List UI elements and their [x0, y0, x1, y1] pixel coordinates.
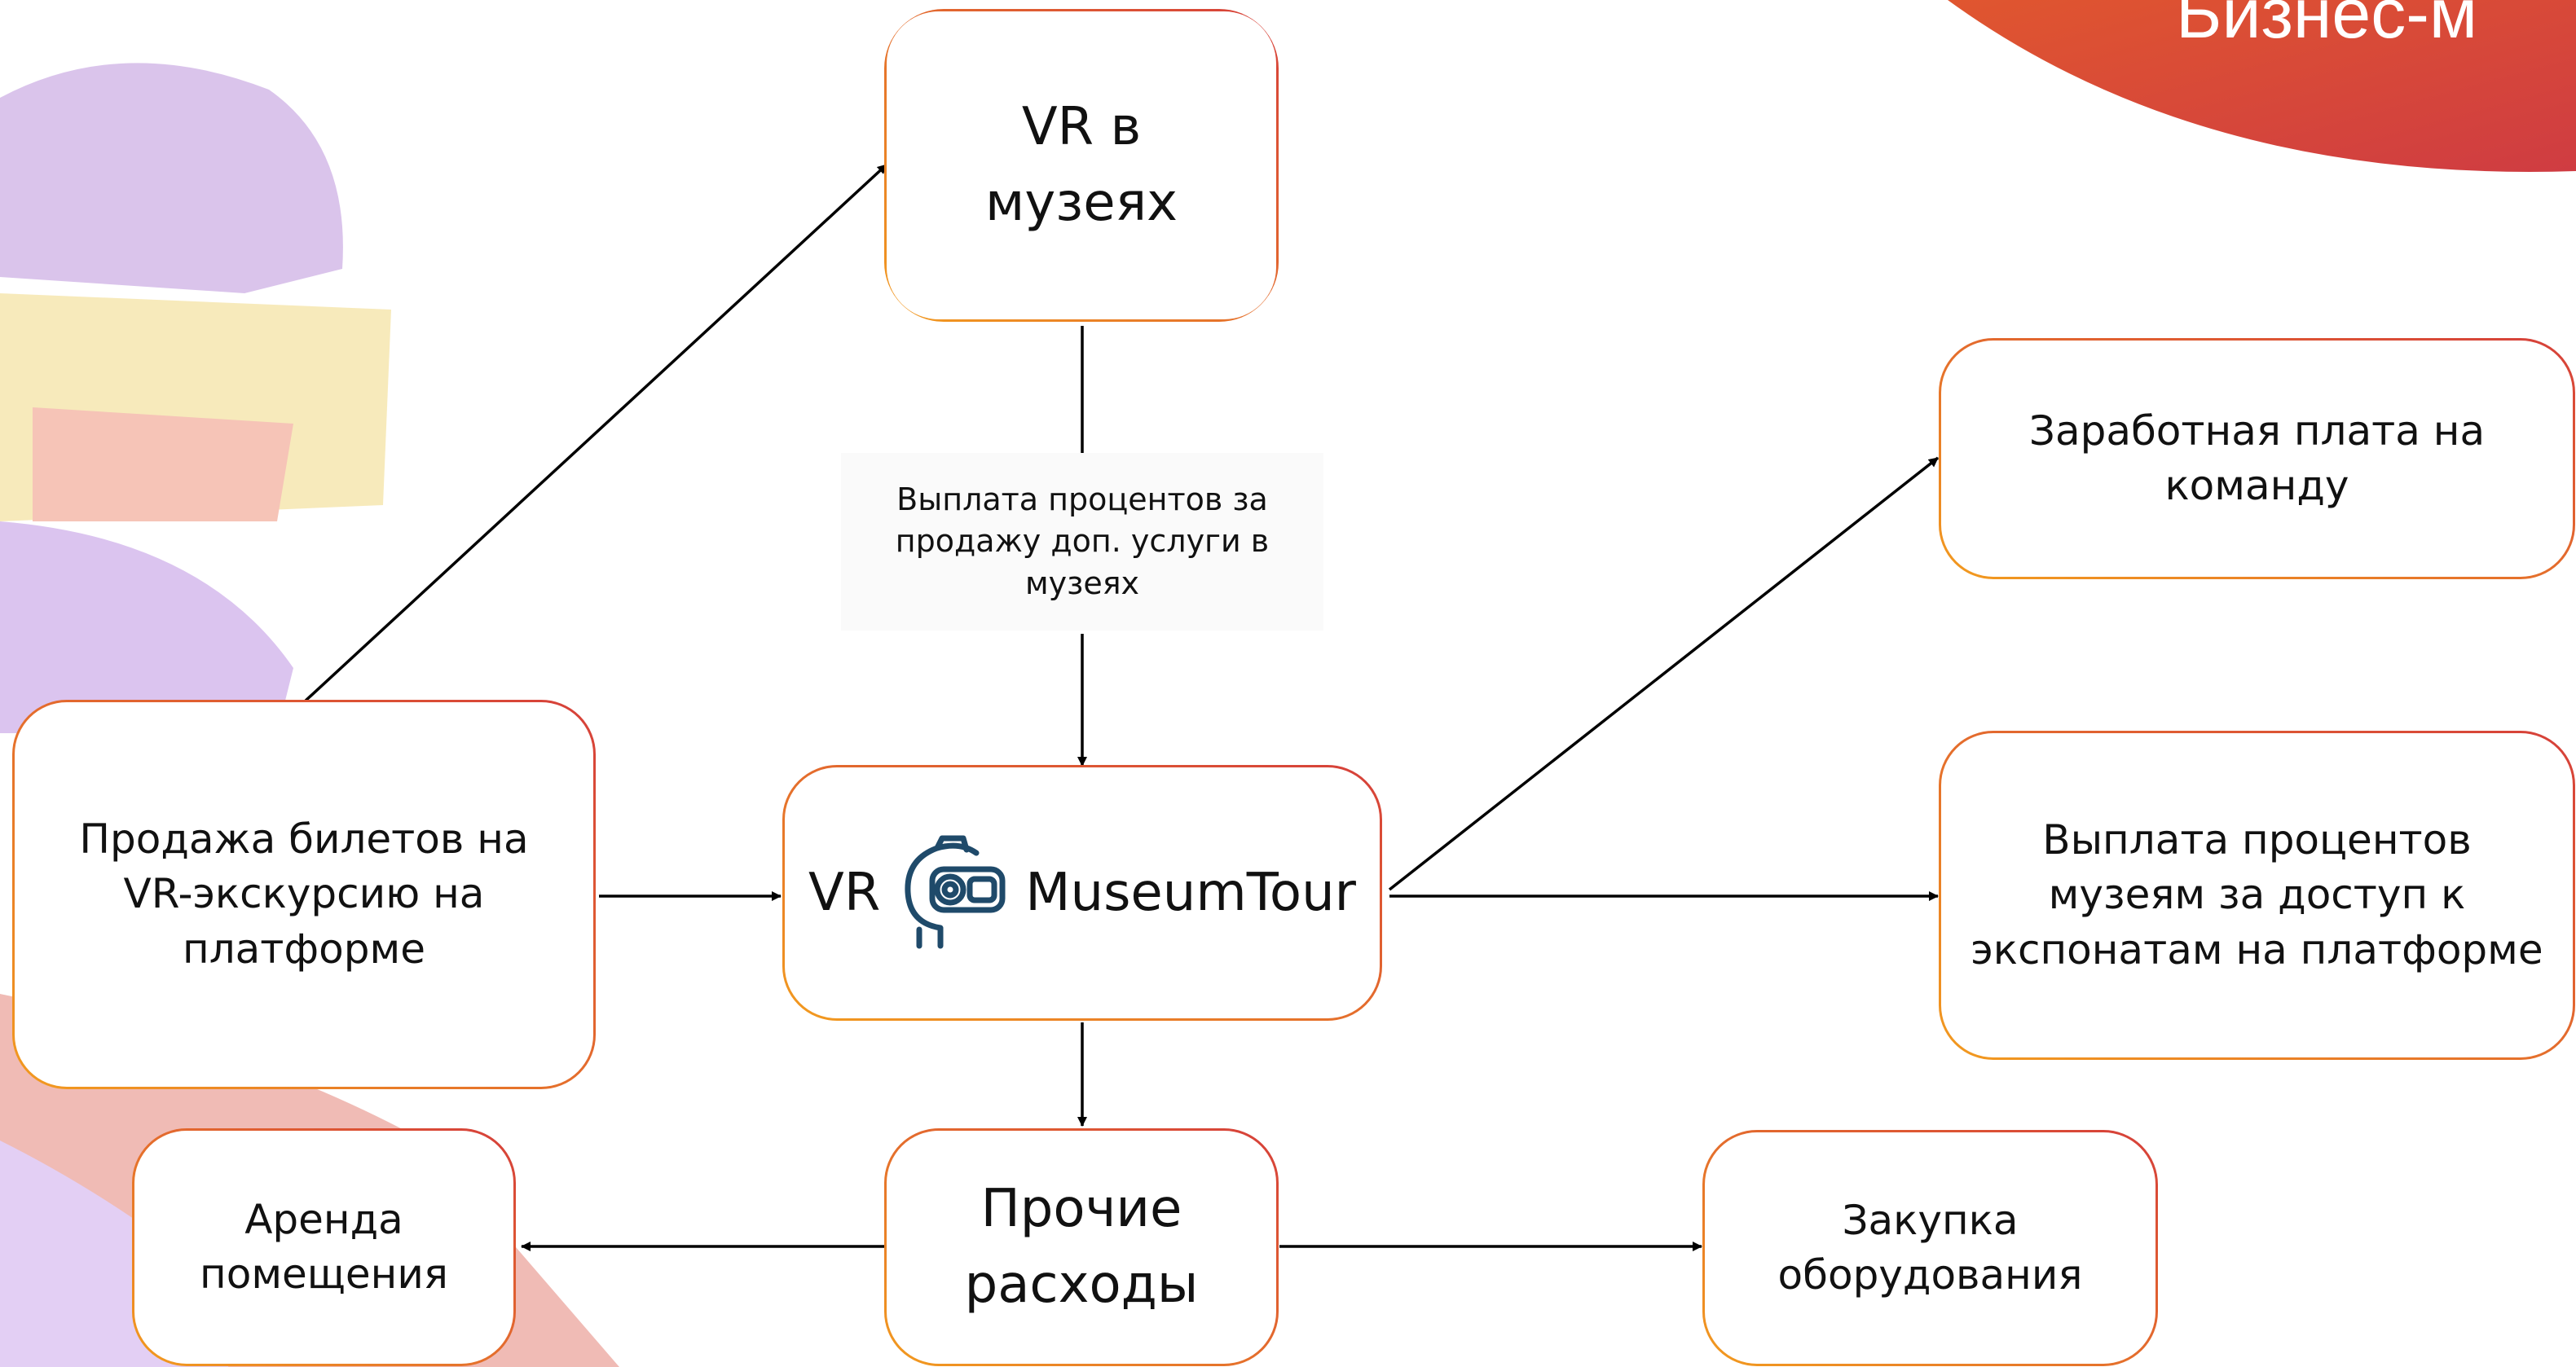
- node-vr-museums: VR в музеях: [887, 11, 1276, 319]
- corner-title: Бизнес-м: [2176, 0, 2477, 53]
- edge-label-commission: Выплата процентов за продажу доп. услуги…: [841, 453, 1323, 631]
- node-rent-label: Аренда помещения: [200, 1195, 448, 1299]
- edge-label-commission-text: Выплата процентов за продажу доп. услуги…: [895, 481, 1270, 601]
- node-salary-label: Заработная плата на команду: [2028, 407, 2486, 510]
- node-center-brand: VR MuseumTour: [785, 767, 1380, 1018]
- face-shape: [0, 521, 293, 733]
- corner-blob: [1948, 0, 2576, 172]
- node-vr-museums-label: VR в музеях: [985, 97, 1178, 233]
- node-ticket-sales-label: Продажа билетов на VR-экскурсию на платф…: [79, 815, 529, 973]
- hair-shape: [0, 63, 343, 293]
- node-salary: Заработная плата на команду: [1941, 341, 2573, 577]
- node-museum-payment: Выплата процентов музеям за доступ к экс…: [1941, 733, 2573, 1057]
- node-other-expenses: Прочие расходы: [887, 1131, 1276, 1364]
- node-ticket-sales: Продажа билетов на VR-экскурсию на платф…: [15, 702, 593, 1087]
- visor-lens: [33, 407, 293, 521]
- node-museum-payment-label: Выплата процентов музеям за доступ к экс…: [1971, 815, 2543, 974]
- brand-vr-text: VR: [808, 863, 881, 923]
- node-rent: Аренда помещения: [134, 1131, 513, 1364]
- node-equipment-label: Закупка оборудования: [1777, 1196, 2083, 1299]
- brand-row: VR MuseumTour: [808, 832, 1356, 954]
- brand-name-text: MuseumTour: [1025, 863, 1356, 923]
- node-other-expenses-label: Прочие расходы: [964, 1179, 1199, 1315]
- vr-headset-person-icon: [905, 835, 1006, 949]
- node-equipment: Закупка оборудования: [1705, 1132, 2155, 1364]
- corner-title-wrapper: Бизнес-м: [2143, 0, 2576, 55]
